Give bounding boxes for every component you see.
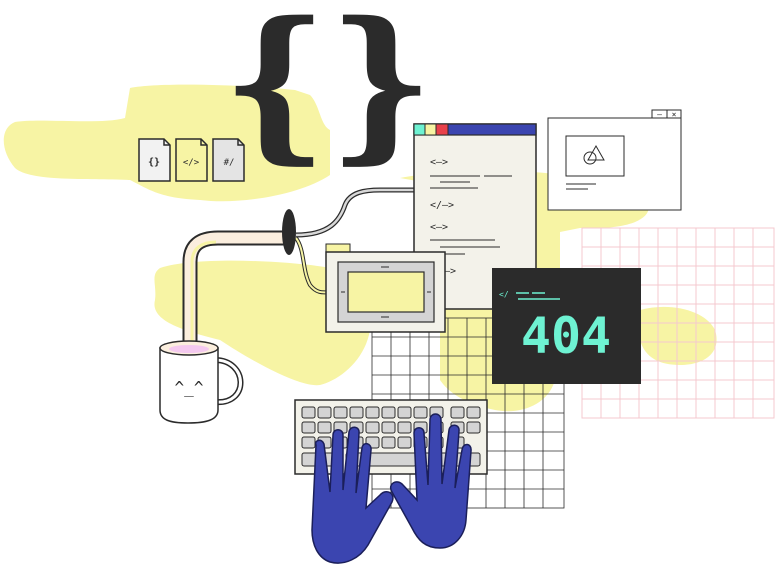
- file-icon-label: {}: [148, 157, 160, 168]
- coffee-mug: ^_^: [159, 340, 244, 424]
- terminal-prompt: </: [499, 290, 509, 299]
- shape-icon: [583, 151, 597, 165]
- minimize-icon: –: [657, 110, 662, 119]
- mug-face: ^_^: [175, 378, 204, 397]
- code-line: </–>: [430, 200, 454, 211]
- error-code-404: 404: [521, 307, 611, 365]
- close-icon: ×: [672, 110, 677, 119]
- left-hand: [311, 426, 394, 564]
- file-icon-css: #/: [212, 138, 245, 182]
- file-icon-json: {}: [138, 138, 171, 182]
- image-window: – ×: [547, 109, 682, 211]
- file-icon-html: </>: [175, 138, 208, 182]
- typing-hands: [311, 413, 472, 564]
- curly-braces-glyph: {}: [222, 0, 434, 179]
- code-line: –>: [444, 266, 456, 277]
- code-line: <–>: [430, 222, 448, 233]
- right-hand: [390, 413, 472, 549]
- file-icon-label: #/: [224, 158, 235, 168]
- terminal-404-window: </ 404: [492, 268, 641, 384]
- code-line: <–>: [430, 157, 448, 168]
- retro-monitor: [325, 243, 446, 333]
- faucet-pipe: [182, 209, 296, 345]
- file-icon-label: </>: [183, 158, 200, 168]
